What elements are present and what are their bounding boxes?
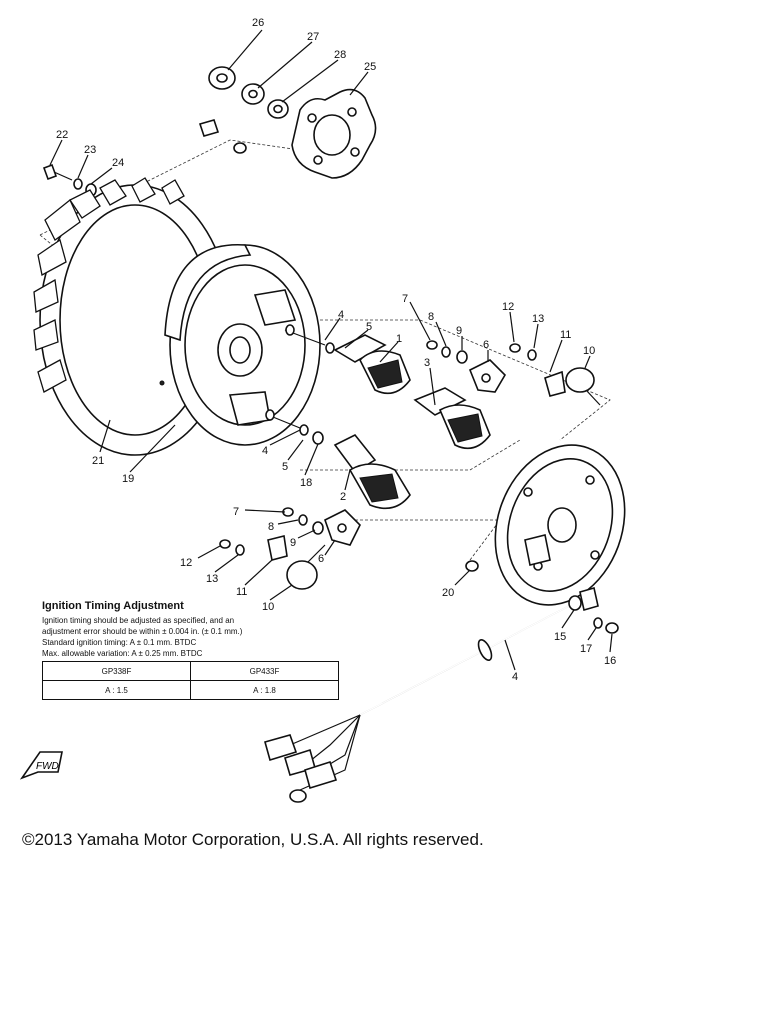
timing-table-value-row: A : 1.5 A : 1.8 xyxy=(42,680,339,700)
callout-1: 1 xyxy=(396,333,402,345)
wire-harness-4 xyxy=(264,594,591,803)
callout-3: 3 xyxy=(424,357,430,369)
washer-17 xyxy=(593,617,603,629)
callout-24: 24 xyxy=(112,157,124,169)
callout-7-upper: 7 xyxy=(402,293,408,305)
callout-28: 28 xyxy=(334,49,346,61)
washer-8-upper xyxy=(441,346,451,358)
callout-7-lower: 7 xyxy=(233,506,239,518)
coil-2 xyxy=(333,433,411,510)
fwd-arrow-icon: FWD xyxy=(19,751,63,780)
cam-plate-25 xyxy=(291,88,377,179)
timing-table-header-row: GP338F GP433F xyxy=(42,661,339,681)
callout-4-harness: 4 xyxy=(512,671,518,683)
ignition-timing-note: Ignition Timing Adjustment Ignition timi… xyxy=(42,600,347,700)
screw-12-lower xyxy=(219,539,231,549)
flywheel-nut-26 xyxy=(208,66,236,90)
callout-15: 15 xyxy=(554,631,566,643)
callout-16: 16 xyxy=(604,655,616,667)
callout-4-upper: 4 xyxy=(338,309,344,321)
callout-2: 2 xyxy=(340,491,346,503)
screw-4-lower xyxy=(265,409,324,445)
callout-8-upper: 8 xyxy=(428,311,434,323)
callout-labels: 26 27 28 25 22 23 24 4 5 1 7 8 9 6 12 13… xyxy=(56,17,616,683)
washer-27 xyxy=(241,83,265,105)
flywheel-magneto-19 xyxy=(159,244,321,446)
callout-21: 21 xyxy=(92,455,104,467)
callout-11-lower: 11 xyxy=(236,586,247,598)
clamp-11-upper xyxy=(544,370,566,397)
callout-leaders xyxy=(49,29,613,671)
callout-5-lower: 5 xyxy=(282,461,288,473)
callout-13-upper: 13 xyxy=(532,313,544,325)
timing-line-3: Standard ignition timing: A ± 0.1 mm. BT… xyxy=(42,638,197,647)
callout-12-lower: 12 xyxy=(180,557,192,569)
callout-19: 19 xyxy=(122,473,134,485)
condenser-10-upper xyxy=(565,367,601,406)
washer-23 xyxy=(73,178,83,190)
timing-line-2: adjustment error should be within ± 0.00… xyxy=(42,627,243,636)
callout-20: 20 xyxy=(442,587,454,599)
washer-9-lower xyxy=(312,521,324,535)
clamp-11-lower xyxy=(267,535,288,561)
callout-9-upper: 9 xyxy=(456,325,462,337)
screw-20 xyxy=(465,560,479,572)
washer-8-lower xyxy=(298,514,308,526)
timing-line-4: Max. allowable variation: A ± 0.25 mm. B… xyxy=(42,649,203,658)
screw-7-upper xyxy=(426,340,438,350)
callout-26: 26 xyxy=(252,17,264,29)
grommet-15 xyxy=(568,586,599,612)
small-bolt-plate xyxy=(198,119,247,154)
washer-13-upper xyxy=(527,349,537,361)
washer-9-upper xyxy=(456,350,468,364)
copyright-notice: ©2013 Yamaha Motor Corporation, U.S.A. A… xyxy=(22,830,484,849)
screw-16 xyxy=(605,622,619,634)
callout-27: 27 xyxy=(307,31,319,43)
callout-8-lower: 8 xyxy=(268,521,274,533)
stator-base-plate xyxy=(494,444,626,606)
bolt-22 xyxy=(42,163,73,181)
callout-22: 22 xyxy=(56,129,68,141)
screw-12-upper xyxy=(509,343,521,353)
contact-breaker-6-lower xyxy=(324,509,361,546)
callout-10-upper: 10 xyxy=(583,345,595,357)
callout-4-lower: 4 xyxy=(262,445,268,457)
callout-13-lower: 13 xyxy=(206,573,218,585)
timing-table: GP338F GP433F A : 1.5 A : 1.8 xyxy=(42,661,339,700)
callout-12-upper: 12 xyxy=(502,301,514,313)
callout-25: 25 xyxy=(364,61,376,73)
washer-13-lower xyxy=(235,544,245,556)
coil-3 xyxy=(413,387,491,450)
callout-11-upper: 11 xyxy=(560,329,571,341)
timing-table-value-gp433f: A : 1.8 xyxy=(190,680,339,700)
timing-line-1: Ignition timing should be adjusted as sp… xyxy=(42,616,235,625)
callout-17: 17 xyxy=(580,643,592,655)
screw-4-upper xyxy=(284,324,335,354)
callout-23: 23 xyxy=(84,144,96,156)
callout-6-upper: 6 xyxy=(483,339,489,351)
callout-6-lower: 6 xyxy=(318,553,324,565)
fwd-label: FWD xyxy=(36,761,59,772)
washer-28 xyxy=(267,99,289,119)
timing-table-value-gp338f: A : 1.5 xyxy=(42,680,191,700)
timing-title: Ignition Timing Adjustment xyxy=(42,600,184,612)
condenser-10-lower xyxy=(286,544,326,590)
timing-table-header-gp338f: GP338F xyxy=(42,661,191,681)
exploded-parts-diagram: FWD xyxy=(19,17,626,803)
callout-9-lower: 9 xyxy=(290,537,296,549)
timing-table-header-gp433f: GP433F xyxy=(190,661,339,681)
callout-10-lower: 10 xyxy=(262,601,274,613)
callout-5-upper: 5 xyxy=(366,321,372,333)
contact-breaker-6-upper xyxy=(468,359,507,393)
callout-18: 18 xyxy=(300,477,312,489)
